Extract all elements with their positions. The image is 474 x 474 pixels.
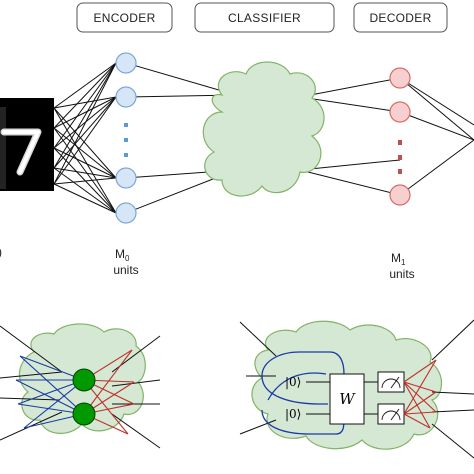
measurement-gate [377,371,405,393]
svg-text:units: units [389,267,414,281]
input-edge [53,96,117,169]
gate-label: W [339,390,356,408]
classifier-cloud [202,61,325,197]
encoder-node [115,202,137,224]
input-edge [53,62,117,169]
encoder-units-label: M0 units [113,247,138,277]
encoder-edges [53,62,117,214]
decoder-node [389,101,411,123]
input-edge [53,177,117,185]
classical-neuron [72,402,96,426]
decoder-node [389,184,411,206]
decoder-layer [389,67,411,206]
encoder-node [115,52,137,74]
decoder-node [389,67,411,89]
input-edge [53,127,117,179]
encoder-node [115,86,137,108]
qubit-ket-top: |0⟩ [285,375,301,389]
qubit-ket-bottom: |0⟩ [285,407,301,421]
input-edge [53,107,117,214]
decoder-header: DECODER [353,2,448,33]
classical-classifier-panel [0,323,161,449]
input-edge [53,62,117,129]
encoder-ellipsis-dots [124,123,128,157]
left-cut-label: ) [0,245,2,259]
input-edge [53,167,117,214]
decoder-ellipsis-dots [398,140,402,174]
encoder-node [115,167,137,189]
encoder-header: ENCODER [76,2,173,33]
input-edge [53,96,117,109]
input-edge [53,62,117,185]
svg-text:M0: M0 [115,247,130,263]
classifier-label: CLASSIFIER [228,11,301,25]
classical-neuron [72,368,96,392]
quantum-classifier-panel: |0⟩ |0⟩ W [239,319,474,459]
classifier-header: CLASSIFIER [194,2,335,33]
input-edge [53,96,117,185]
unitary-gate [329,373,365,425]
svg-text:units: units [113,263,138,277]
input-digit-image [0,98,54,191]
measurement-gate [377,403,405,425]
input-edge [53,127,117,214]
input-edge [53,183,117,214]
encoder-label: ENCODER [93,11,155,25]
encoder-layer [115,52,137,224]
decoder-units-label: M1 units [389,251,414,281]
input-edge [53,96,117,129]
svg-text:M1: M1 [391,251,406,267]
input-edge [53,62,117,149]
decoder-label: DECODER [369,11,431,25]
classifier-to-decoder-edges [299,77,401,196]
input-edge [53,62,117,109]
input-edge [53,147,117,179]
input-edge [53,107,117,179]
decoder-output-edges [399,77,474,196]
